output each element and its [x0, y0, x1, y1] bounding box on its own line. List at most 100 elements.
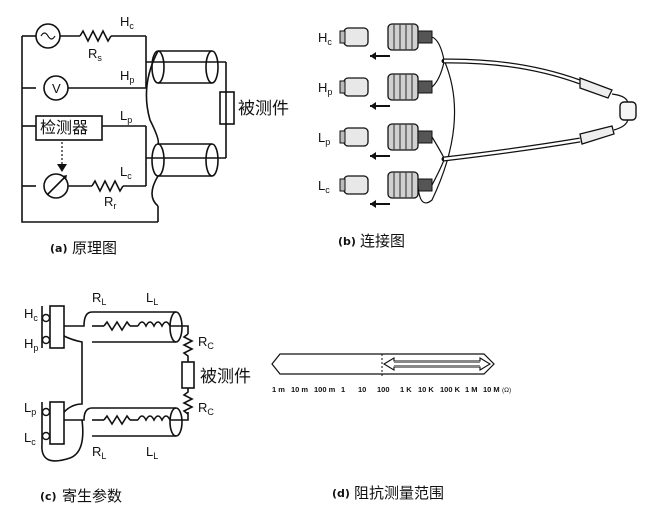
- tick-unit: (Ω): [502, 387, 511, 394]
- tick-1M: 1 M: [465, 385, 478, 394]
- svg-text:Lc: Lc: [318, 178, 330, 195]
- label-rc-top: R: [198, 334, 207, 349]
- svg-text:Lp: Lp: [24, 400, 36, 417]
- label-hc-a: H: [120, 14, 129, 29]
- svg-text:Rs: Rs: [88, 46, 102, 63]
- clip-bottom-icon: [579, 125, 615, 145]
- label-lc-b: L: [318, 178, 325, 193]
- dut-component-b: [619, 101, 637, 121]
- coax-bottom-right: [205, 143, 219, 177]
- svg-text:Lc: Lc: [24, 430, 36, 447]
- svg-text:Hp: Hp: [120, 68, 134, 85]
- coax-top-left: [151, 50, 165, 84]
- caption-tag-c: (c): [40, 490, 57, 503]
- caption-b: 连接图: [360, 232, 405, 250]
- label-rc-bottom: R: [198, 400, 207, 415]
- tick-100m: 100 m: [314, 385, 336, 394]
- panel-a-labels: Hc Rs Hp V 检测器 Lp Lc Rr 被测件 (a) 原理图: [40, 14, 289, 257]
- caption-tag-b: (b): [338, 235, 356, 248]
- label-rs-a: R: [88, 46, 97, 61]
- svg-text:RC: RC: [198, 400, 214, 417]
- terminal-block-low: [49, 401, 65, 445]
- panel-b-connection: [339, 23, 637, 208]
- panel-a-schematic: [21, 23, 235, 223]
- panel-d-range: [271, 353, 495, 378]
- label-ll-bottom: L: [146, 444, 153, 459]
- terminal-block-high: [49, 305, 65, 349]
- tick-10: 10: [358, 385, 366, 394]
- range-bar-outline: [271, 353, 495, 375]
- coax-bottom-left: [151, 143, 165, 177]
- label-rl-bottom: R: [92, 444, 101, 459]
- svg-text:RL: RL: [92, 444, 106, 461]
- caption-tag-d: (d): [332, 487, 350, 500]
- svg-text:RL: RL: [92, 290, 106, 307]
- label-ll-top: L: [146, 290, 153, 305]
- label-lp-a: L: [120, 108, 127, 123]
- label-lp-c: L: [24, 400, 31, 415]
- tick-10M: 10 M: [483, 385, 500, 394]
- resistor-rl-bottom-icon: [103, 414, 131, 426]
- resistor-rs-icon: [79, 29, 112, 43]
- connector-hc-b: [339, 23, 433, 60]
- resistor-rl-top-icon: [103, 320, 131, 332]
- tick-100k: 100 K: [440, 385, 461, 394]
- svg-text:Hc: Hc: [318, 30, 332, 47]
- panel-b-labels: Hc Hp Lp Lc (b) 连接图: [318, 30, 405, 250]
- tick-10k: 10 K: [418, 385, 434, 394]
- caption-a: 原理图: [72, 239, 117, 257]
- svg-text:Hp: Hp: [24, 336, 38, 353]
- connector-lp-b: [339, 123, 433, 160]
- svg-text:Hc: Hc: [120, 14, 134, 31]
- dut-box-c: [181, 361, 195, 389]
- resistor-rc-bottom-icon: [182, 388, 194, 415]
- label-lc-c: L: [24, 430, 31, 445]
- caption-tag-a: (a): [50, 242, 67, 255]
- svg-text:LL: LL: [146, 444, 158, 461]
- label-hp-b: H: [318, 80, 327, 95]
- svg-text:Lp: Lp: [318, 130, 330, 147]
- svg-text:Lc: Lc: [120, 164, 132, 181]
- inductor-ll-bottom-icon: [137, 415, 171, 422]
- label-rl-top: R: [92, 290, 101, 305]
- caption-d: 阻抗测量范围: [354, 484, 444, 502]
- label-rr-a: R: [104, 194, 113, 209]
- svg-text:RC: RC: [198, 334, 214, 351]
- svg-text:Lp: Lp: [120, 108, 132, 125]
- svg-text:Hc: Hc: [24, 306, 38, 323]
- tick-100: 100: [377, 385, 390, 394]
- connector-hp-b: [339, 73, 433, 110]
- tick-10m: 10 m: [291, 385, 308, 394]
- label-lc-a: L: [120, 164, 127, 179]
- label-hc-b: H: [318, 30, 327, 45]
- inductor-ll-top-icon: [137, 321, 171, 328]
- caption-c: 寄生参数: [62, 487, 122, 505]
- label-hp-c: H: [24, 336, 33, 351]
- svg-text:LL: LL: [146, 290, 158, 307]
- tick-1k: 1 K: [400, 385, 412, 394]
- resistor-rc-top-icon: [182, 333, 194, 362]
- dut-box-a: [219, 91, 235, 125]
- label-lp-b: L: [318, 130, 325, 145]
- label-hp-a: H: [120, 68, 129, 83]
- voltmeter-label: V: [52, 81, 61, 96]
- clip-top-icon: [579, 77, 613, 99]
- tick-1m: 1 m: [272, 385, 285, 394]
- dut-label-c: 被测件: [200, 367, 251, 387]
- panel-d-ticks: 1 m 10 m 100 m 1 10 100 1 K 10 K 100 K 1…: [272, 385, 511, 394]
- coax-top-right: [205, 50, 219, 84]
- measurement-range-arrow: [382, 357, 492, 371]
- svg-text:Rr: Rr: [104, 194, 116, 211]
- panel-c-parasitics: [41, 305, 195, 462]
- dut-label-a: 被测件: [238, 99, 289, 119]
- detector-label: 检测器: [40, 118, 88, 137]
- detector-box: [35, 115, 103, 141]
- panel-d-labels: (d) 阻抗测量范围: [332, 484, 444, 502]
- tick-1: 1: [341, 385, 345, 394]
- label-hc-c: H: [24, 306, 33, 321]
- svg-text:Hp: Hp: [318, 80, 332, 97]
- connector-lc-b: [339, 171, 433, 208]
- panel-c-labels: Hc Hp Lp Lc RL LL RL LL RC RC 被测件 (c) 寄生…: [24, 290, 251, 505]
- resistor-rr-icon: [91, 179, 124, 193]
